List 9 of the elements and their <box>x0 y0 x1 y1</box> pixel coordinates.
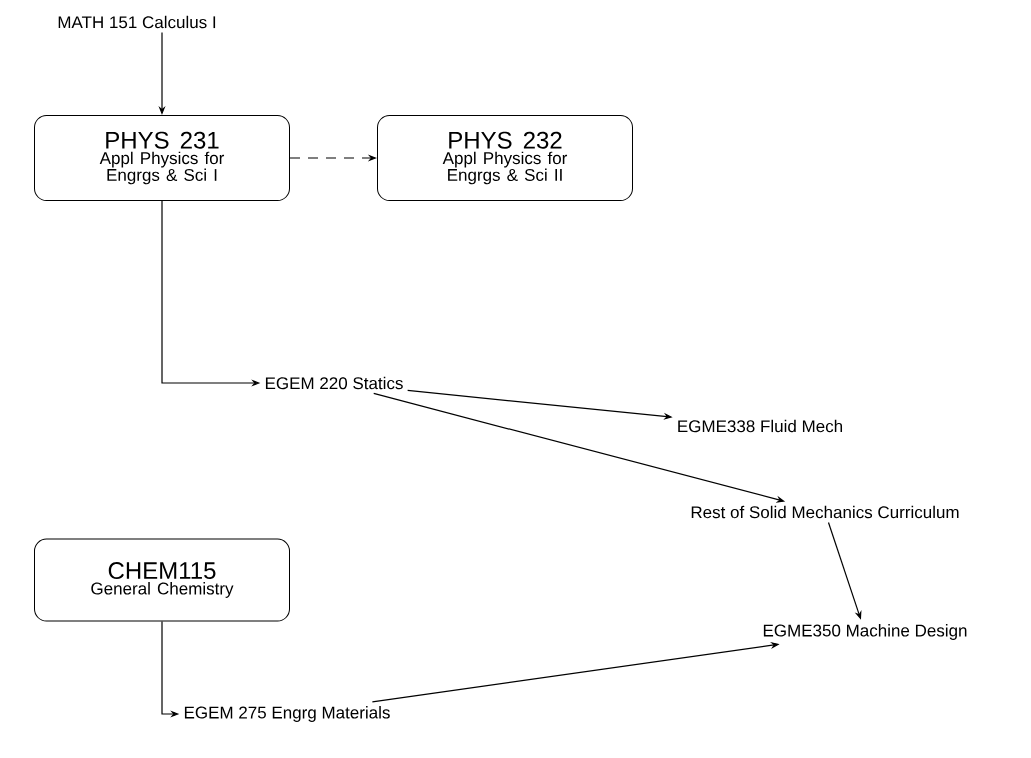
course-label: Rest of Solid Mechanics Curriculum <box>691 505 959 519</box>
course-label: EGME338 Fluid Mech <box>678 419 842 433</box>
course-box: CHEM115 General Chemistry <box>34 538 290 622</box>
course-box: PHYS 231 Appl Physics for Engrgs & Sci I <box>34 115 290 201</box>
course-label: EGME350 Machine Design <box>763 624 967 640</box>
course-box: PHYS 232 Appl Physics for Engrgs & Sci II <box>377 115 633 201</box>
course-label: EGEM 275 Engrg Materials <box>184 706 390 722</box>
course-label: EGEM 220 Statics <box>265 376 403 390</box>
course-label: MATH 151 Calculus I <box>58 15 216 29</box>
